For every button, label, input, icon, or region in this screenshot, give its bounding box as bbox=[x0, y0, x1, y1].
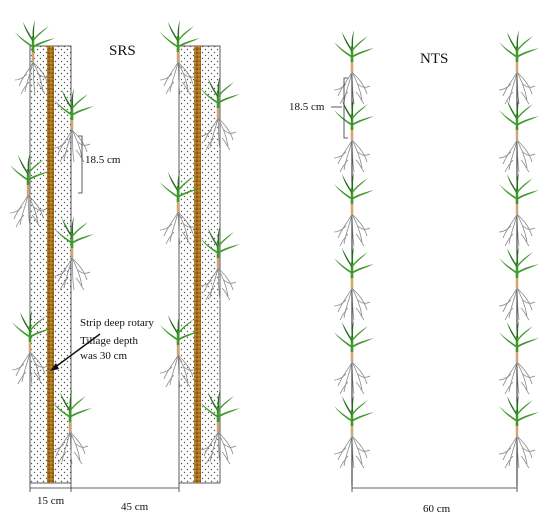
srs-panel: SRS 18.5 cm Strip deep rotary Tillage de… bbox=[8, 18, 242, 513]
nts-spacing-label: 18.5 cm bbox=[289, 101, 325, 113]
srs-strip-width-label: 15 cm bbox=[37, 495, 65, 507]
nts-plants-right bbox=[497, 28, 541, 470]
nts-row-width-label: 60 cm bbox=[423, 503, 451, 515]
nts-title: NTS bbox=[420, 51, 448, 67]
srs-annotation-line3: was 30 cm bbox=[80, 350, 127, 362]
nts-panel: NTS 18.5 cm 60 cm bbox=[289, 28, 541, 515]
srs-annotation-arrow bbox=[53, 333, 101, 369]
srs-gap-label: 45 cm bbox=[121, 501, 149, 513]
srs-spacing-bracket bbox=[78, 135, 83, 194]
srs-annotation-line2: Tillage depth bbox=[80, 335, 138, 347]
srs-tilled-core-left bbox=[47, 46, 54, 483]
srs-annotation-line1: Strip deep rotary bbox=[80, 317, 154, 329]
srs-spacing-label: 18.5 cm bbox=[85, 154, 121, 166]
srs-tilled-core-right bbox=[194, 46, 201, 483]
srs-title: SRS bbox=[109, 43, 136, 59]
nts-spacing-bracket bbox=[343, 77, 348, 139]
nts-plants-left bbox=[332, 28, 376, 470]
srs-annotation-arrowhead bbox=[50, 363, 59, 371]
